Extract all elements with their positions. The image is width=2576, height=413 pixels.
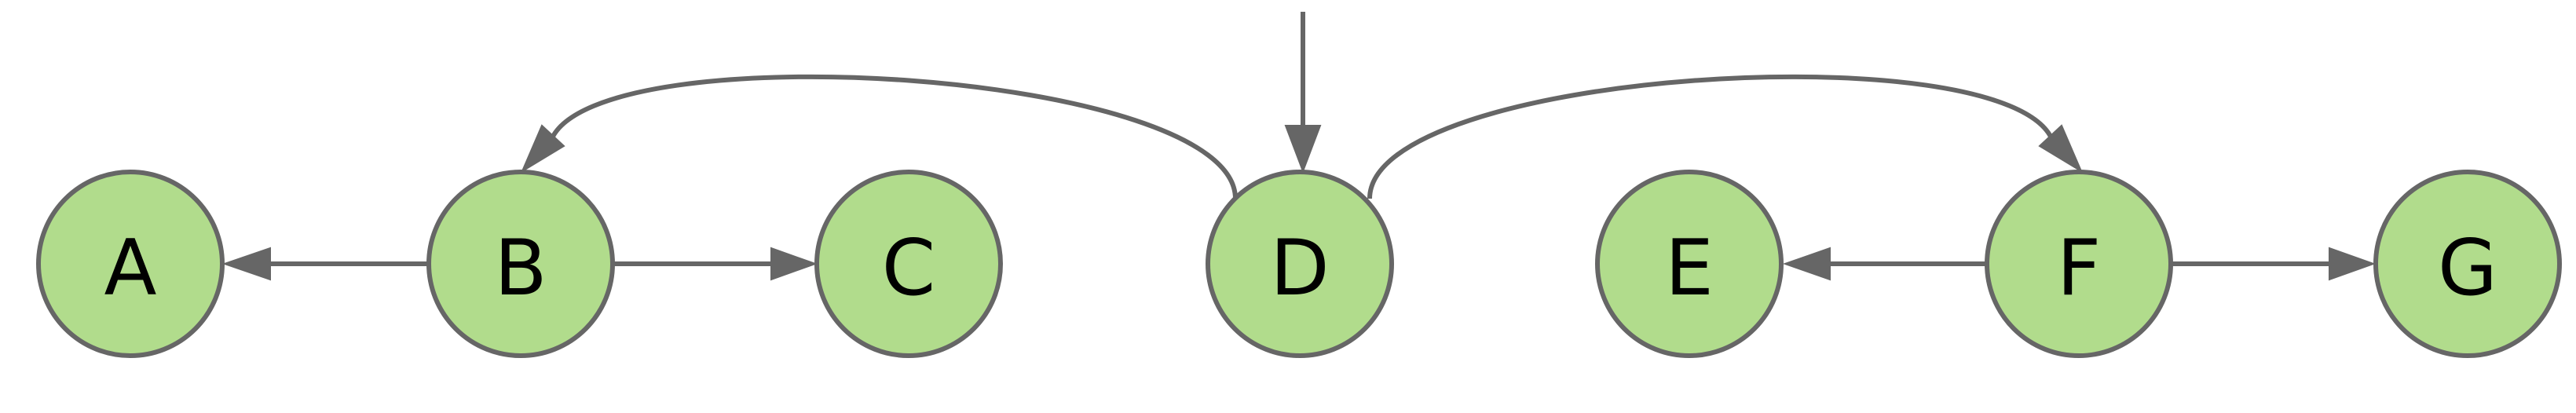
edge-b-to-c [614,247,818,281]
node-c: C [814,170,1003,358]
node-label: F [2057,224,2101,313]
node-d: D [1206,170,1394,358]
node-label: G [2438,224,2497,313]
node-label: E [1665,224,1714,313]
arrowhead [520,124,565,174]
edge-d-to-b [520,74,1238,199]
edge-f-to-e [1782,247,1985,281]
edge-d-to-f [1367,74,2084,199]
node-label: C [882,224,935,313]
edges [221,12,2376,281]
arrowhead [1284,125,1322,174]
edge-entry-to-d [1284,12,1322,174]
node-e: E [1595,170,1784,358]
nodes: A B C D E F G [36,170,2562,358]
node-f: F [1985,170,2173,358]
arrowhead [2038,124,2084,174]
arrowhead [1782,247,1831,281]
node-g: G [2373,170,2562,358]
node-label: D [1270,224,1329,313]
node-b: B [426,170,615,358]
edge-b-to-a [221,247,428,281]
node-label: A [104,224,156,313]
edge-f-to-g [2172,247,2376,281]
node-label: B [494,224,547,313]
arrowhead [221,247,271,281]
arrowhead [2329,247,2376,281]
node-a: A [36,170,225,358]
arrowhead [770,247,818,281]
